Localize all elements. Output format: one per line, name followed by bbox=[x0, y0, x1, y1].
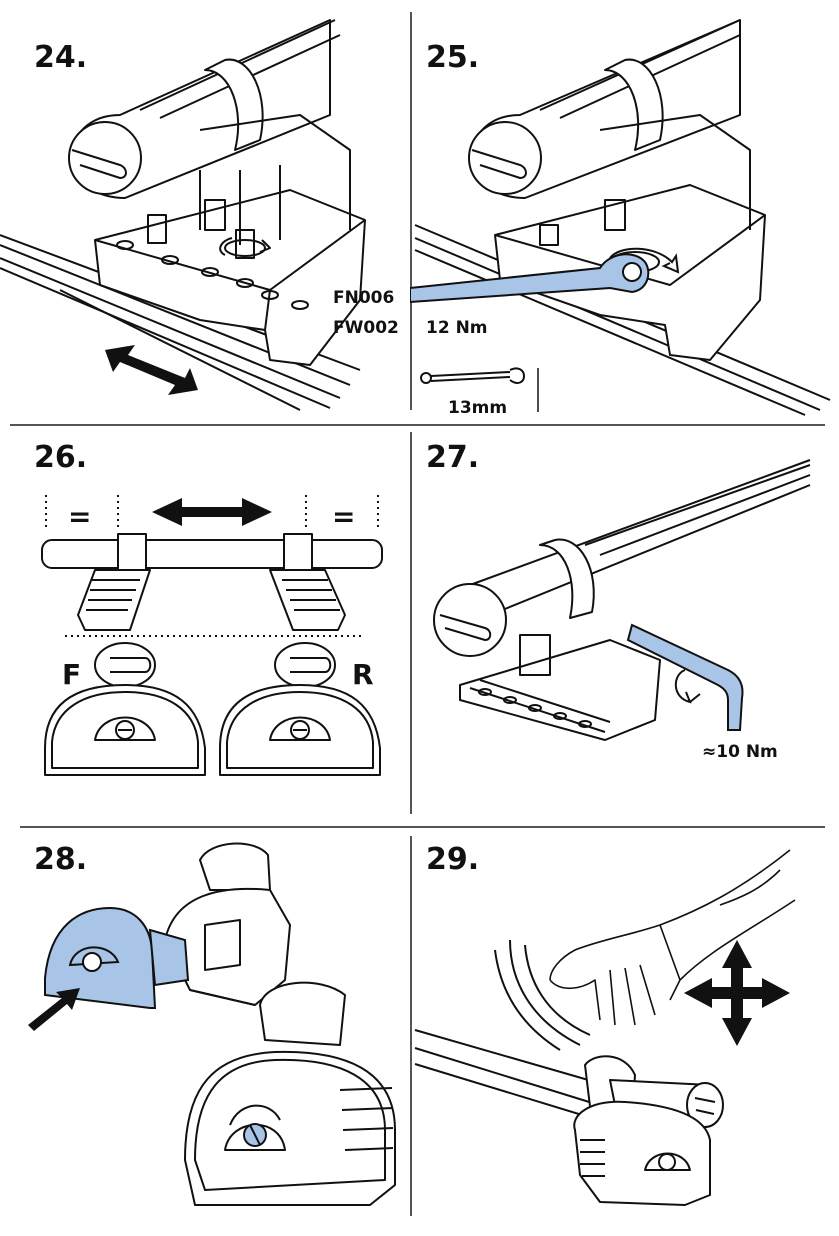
hex-key-icon bbox=[626, 623, 744, 731]
step-26-panel: 26. bbox=[0, 430, 410, 820]
step-27-number: 27. bbox=[426, 440, 480, 475]
wrench-icon bbox=[410, 253, 650, 304]
step-26-number: 26. bbox=[34, 440, 88, 475]
equal-sign-left: = bbox=[68, 500, 92, 533]
divider-vertical-middle bbox=[410, 432, 412, 814]
tool-wrench-icon bbox=[420, 367, 526, 384]
step-24-panel: 24. bbox=[0, 0, 410, 420]
part-label-fn006: FN006 bbox=[333, 288, 395, 308]
divider-vertical-bottom bbox=[410, 836, 412, 1216]
step-25-panel: 25. 12 Nm 13mm bbox=[410, 0, 839, 420]
wrench-size-label: 13mm bbox=[448, 398, 508, 418]
step-25-number: 25. bbox=[426, 40, 480, 75]
equal-sign-right: = bbox=[332, 500, 356, 533]
rotation-arrow-icon bbox=[674, 669, 701, 704]
step-24-illustration bbox=[0, 19, 366, 411]
step-27-illustration bbox=[433, 459, 811, 741]
step-27-panel: 27. ≈10 Nm bbox=[410, 430, 839, 820]
part-label-fw002: FW002 bbox=[333, 318, 399, 338]
step-26-illustration bbox=[41, 495, 383, 776]
step-29-number: 29. bbox=[426, 842, 480, 877]
front-label: F bbox=[62, 658, 82, 691]
step-28-number: 28. bbox=[34, 842, 88, 877]
rear-label: R bbox=[352, 658, 374, 691]
double-arrow-icon bbox=[152, 498, 272, 526]
torque-label-10nm: ≈10 Nm bbox=[702, 742, 778, 762]
divider-horizontal-2 bbox=[20, 826, 825, 828]
step-28-panel: 28. bbox=[0, 830, 410, 1236]
torque-label-12nm: 12 Nm bbox=[426, 318, 488, 338]
step-29-illustration bbox=[414, 849, 796, 1206]
hand-icon bbox=[549, 849, 796, 1026]
step-24-number: 24. bbox=[34, 40, 88, 75]
step-29-panel: 29. bbox=[410, 830, 839, 1236]
step-25-illustration bbox=[410, 19, 831, 416]
divider-horizontal-1 bbox=[10, 424, 825, 426]
four-way-arrow-icon bbox=[684, 940, 790, 1046]
double-arrow-icon bbox=[105, 345, 198, 395]
push-arrow-icon bbox=[28, 988, 80, 1031]
rotation-arrow-icon bbox=[609, 247, 680, 274]
step-28-illustration bbox=[28, 842, 396, 1206]
divider-vertical-top bbox=[410, 12, 412, 410]
